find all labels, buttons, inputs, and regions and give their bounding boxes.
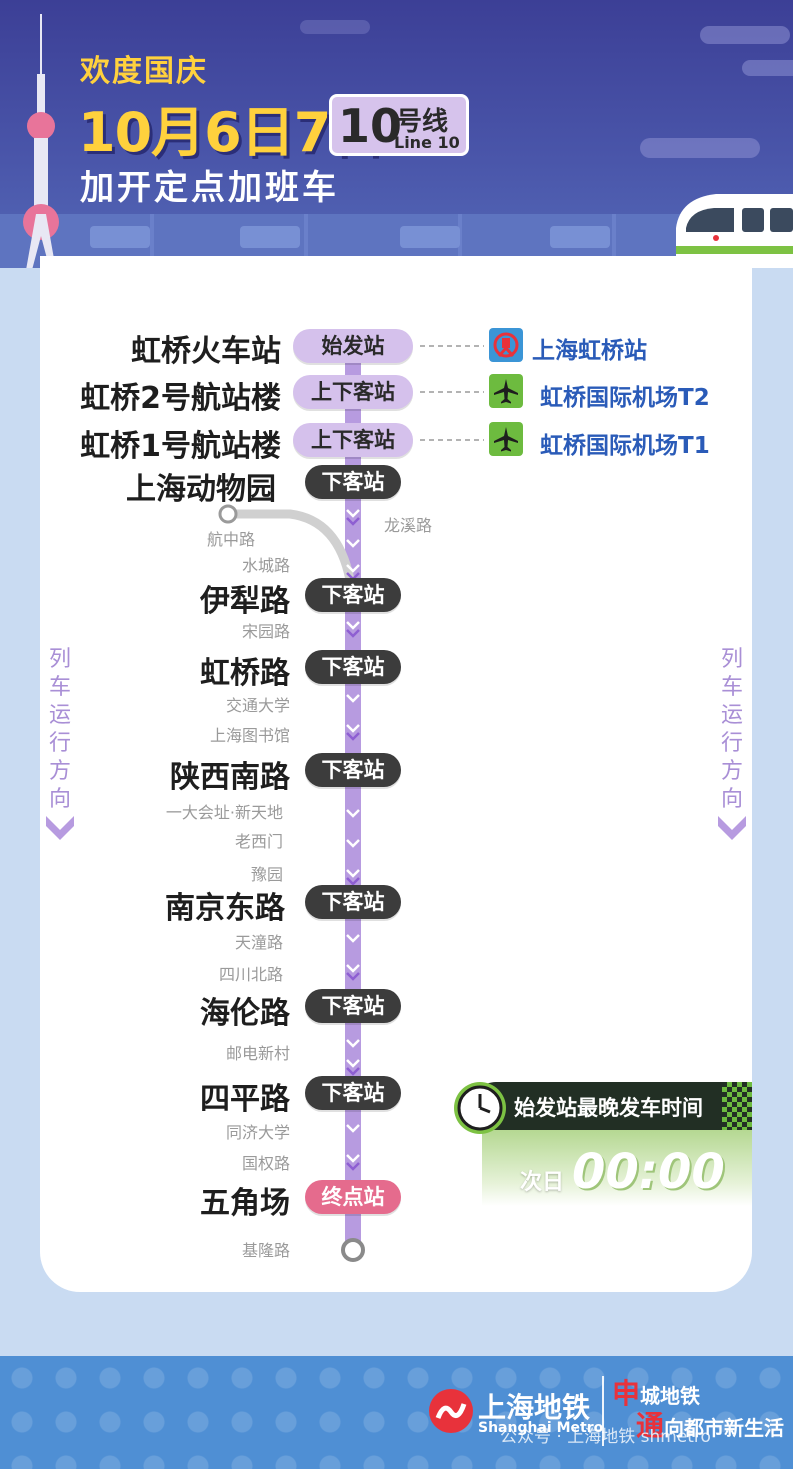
transfer-airport-t2: 虹桥国际机场T2 xyxy=(540,385,710,411)
window-decoration xyxy=(400,226,460,248)
direction-label-left: 列车运行方向 xyxy=(48,647,71,812)
station-name-shaanxi-south-road: 陕西南路 xyxy=(170,760,290,795)
slogan-1-small: 城地铁 xyxy=(640,1384,701,1408)
slogan-2-big: 通 xyxy=(636,1409,665,1442)
metro-train-icon xyxy=(676,194,793,268)
minor-station-sichuan-north-road: 四川北路 xyxy=(218,965,283,984)
station-name-hailun-road: 海伦路 xyxy=(200,996,290,1031)
wechat-watermark: 公众号 · 上海地铁 shmetro xyxy=(500,1427,711,1447)
logo-english-name: Shanghai Metro xyxy=(478,1420,604,1436)
last-train-panel: 始发站最晚发车时间 次日 00:00 xyxy=(452,1080,752,1210)
logo-chinese-name: 上海地铁 xyxy=(478,1391,591,1424)
last-train-label: 始发站最晚发车时间 xyxy=(514,1096,703,1120)
minor-station-youdian-xincun: 邮电新村 xyxy=(225,1044,290,1063)
title-small: 欢度国庆 xyxy=(80,54,208,89)
station-name-hongqiao-road: 虹桥路 xyxy=(200,656,290,691)
station-tag-board-alight: 上下客站 xyxy=(293,375,413,409)
minor-station-laoximen: 老西门 xyxy=(234,832,283,851)
railway-station-icon xyxy=(489,328,523,362)
transfer-airport-t1: 虹桥国际机场T1 xyxy=(540,433,710,459)
station-name-yili-road: 伊犁路 xyxy=(200,584,290,619)
cloud-decoration xyxy=(700,26,790,44)
last-train-header xyxy=(472,1082,752,1130)
minor-station-jilong-road: 基隆路 xyxy=(241,1241,290,1260)
poster-footer: 上海地铁 Shanghai Metro 申城地铁 通向都市新生活 公众号 · 上… xyxy=(0,1356,793,1469)
title-subtitle: 加开定点加班车 xyxy=(80,168,339,208)
down-arrow-icon xyxy=(718,816,746,840)
last-train-time: 00:00 xyxy=(572,1144,725,1200)
checker-decoration xyxy=(722,1082,752,1130)
transfer-hongqiao-railway-station: 上海虹桥站 xyxy=(532,338,647,364)
station-name-shanghai-zoo: 上海动物园 xyxy=(126,472,276,507)
station-name-nanjing-east-road: 南京东路 xyxy=(165,891,285,926)
poster-header: 欢度国庆 10月6日7日 加开定点加班车 10 号线 Line 10 xyxy=(0,0,793,268)
line-number: 10 xyxy=(338,99,403,153)
minor-station-songyuan-road: 宋园路 xyxy=(241,622,290,641)
window-decoration xyxy=(90,226,150,248)
slogan-line-2: 通向都市新生活 xyxy=(636,1404,784,1444)
minor-station-hangzhong-road: 航中路 xyxy=(206,530,255,549)
minor-station-yuyuan: 豫园 xyxy=(250,865,283,884)
station-name-siping-road: 四平路 xyxy=(200,1082,290,1117)
window-decoration xyxy=(240,226,300,248)
shanghai-metro-logo-icon xyxy=(429,1389,473,1433)
minor-station-xintiandi: 一大会址·新天地 xyxy=(165,803,283,822)
oriental-pearl-tower-icon xyxy=(23,14,59,268)
station-tag-origin: 始发站 xyxy=(293,329,413,363)
airplane-icon xyxy=(489,374,523,408)
line-badge: 10 号线 Line 10 xyxy=(329,94,469,156)
station-tag-alight: 下客站 xyxy=(305,1076,401,1110)
station-tag-alight: 下客站 xyxy=(305,650,401,684)
station-tag-terminal: 终点站 xyxy=(305,1180,401,1214)
slogan-2-small: 向都市新生活 xyxy=(664,1416,785,1440)
slogan-line-1: 申城地铁 xyxy=(612,1372,700,1412)
line-en-label: Line 10 xyxy=(394,133,460,152)
station-tag-alight: 下客站 xyxy=(305,885,401,919)
footer-divider xyxy=(602,1376,604,1446)
station-name-hongqiao-t1: 虹桥1号航站楼 xyxy=(80,429,281,464)
clock-icon xyxy=(454,1082,506,1134)
station-name-hongqiao-railway: 虹桥火车站 xyxy=(131,334,281,369)
station-tag-alight: 下客站 xyxy=(305,989,401,1023)
minor-station-guoquan-road: 国权路 xyxy=(241,1154,290,1173)
minor-station-tongji-university: 同济大学 xyxy=(225,1123,290,1142)
cloud-decoration xyxy=(300,20,370,34)
last-train-day: 次日 xyxy=(520,1170,565,1195)
station-tag-board-alight: 上下客站 xyxy=(293,423,413,457)
minor-station-shanghai-library: 上海图书馆 xyxy=(209,726,290,745)
station-tag-alight: 下客站 xyxy=(305,465,401,499)
line-cn-label: 号线 xyxy=(396,107,449,137)
minor-station-longxi-road: 龙溪路 xyxy=(384,516,433,535)
slogan-1-big: 申 xyxy=(612,1377,641,1410)
direction-label-right: 列车运行方向 xyxy=(720,647,743,812)
window-decoration xyxy=(550,226,610,248)
station-tag-alight: 下客站 xyxy=(305,753,401,787)
station-name-hongqiao-t2: 虹桥2号航站楼 xyxy=(80,381,281,416)
cloud-decoration xyxy=(742,60,793,76)
down-arrow-icon xyxy=(46,816,74,840)
last-train-body xyxy=(482,1130,752,1206)
station-name-wujiaochang: 五角场 xyxy=(200,1186,290,1221)
station-tag-alight: 下客站 xyxy=(305,578,401,612)
airplane-icon xyxy=(489,422,523,456)
minor-station-tiantong-road: 天潼路 xyxy=(234,933,283,952)
minor-station-shuicheng-road: 水城路 xyxy=(241,556,290,575)
minor-station-jiaotong-university: 交通大学 xyxy=(225,696,290,715)
cloud-decoration xyxy=(640,138,760,158)
